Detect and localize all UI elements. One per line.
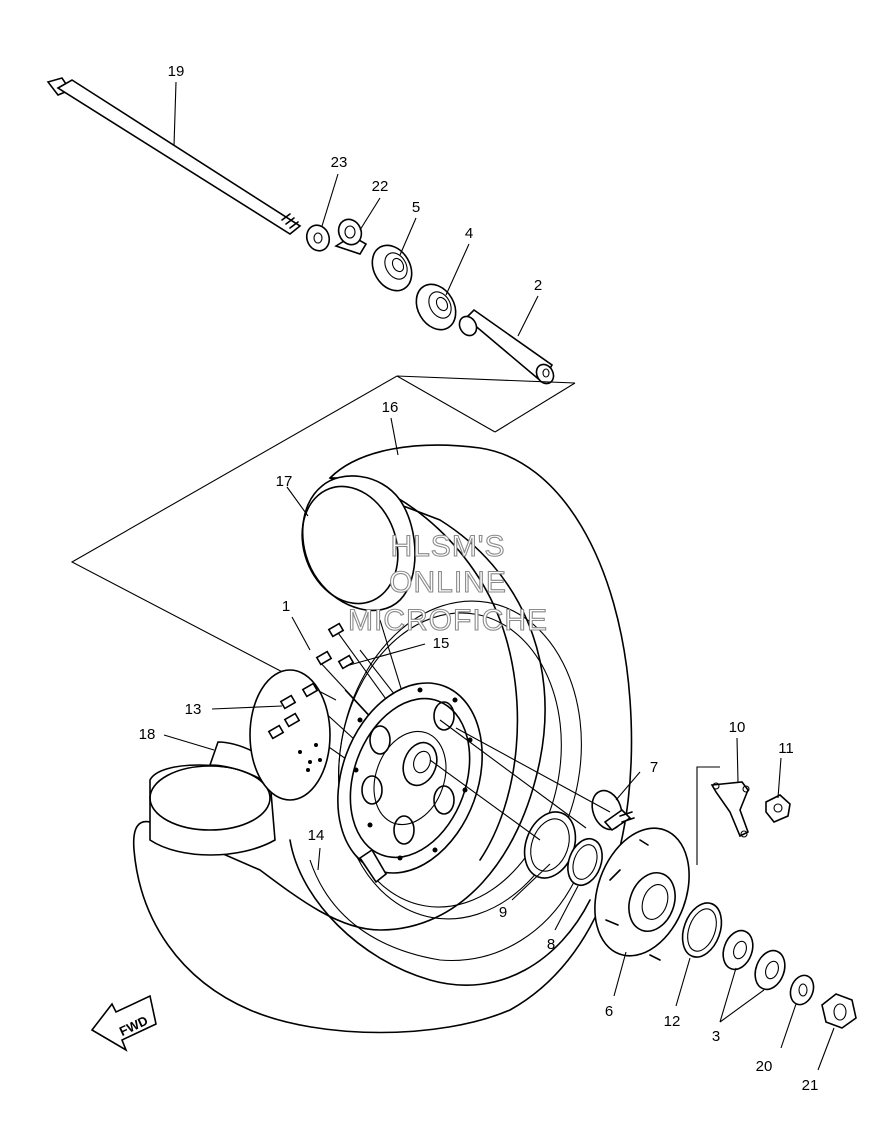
callout-23: 23 bbox=[331, 154, 348, 171]
callout-11: 11 bbox=[778, 740, 794, 757]
callout-12: 12 bbox=[664, 1013, 681, 1030]
spacer-2 bbox=[458, 308, 555, 385]
callout-17: 17 bbox=[276, 473, 293, 490]
callout-21: 21 bbox=[802, 1077, 819, 1094]
collar-22 bbox=[334, 218, 368, 255]
callout-labels: 19 23 22 5 4 2 16 17 1 15 13 18 14 7 10 … bbox=[139, 63, 819, 1094]
tire bbox=[132, 444, 633, 1034]
tire-valve bbox=[358, 848, 388, 884]
nut-11 bbox=[765, 794, 791, 823]
callout-10: 10 bbox=[729, 719, 746, 736]
leader-lines bbox=[163, 81, 835, 1071]
tire-cutaway-18 bbox=[149, 741, 279, 856]
washer-23 bbox=[305, 224, 331, 252]
watermark-line-3: MICROFICHE bbox=[348, 604, 548, 637]
bearings-3 bbox=[722, 929, 786, 991]
callout-14: 14 bbox=[308, 827, 325, 844]
forward-direction-arrow: FWD bbox=[90, 994, 157, 1052]
callout-19: 19 bbox=[168, 63, 185, 80]
callout-3: 3 bbox=[712, 1028, 720, 1045]
callout-13: 13 bbox=[185, 701, 202, 718]
bearing-5 bbox=[371, 244, 413, 292]
tire-assembly-bracket bbox=[70, 375, 576, 701]
callout-5: 5 bbox=[412, 199, 420, 216]
oil-seal-12 bbox=[681, 902, 723, 958]
watermark-line-2: ONLINE bbox=[389, 566, 507, 599]
oil-seal-8 bbox=[567, 837, 603, 887]
watermark-line-1: HLSM'S bbox=[390, 530, 505, 563]
axle-nut-21 bbox=[821, 993, 857, 1029]
callout-9: 9 bbox=[499, 904, 507, 921]
callout-8: 8 bbox=[547, 936, 555, 953]
callout-15: 15 bbox=[433, 635, 450, 652]
callout-22: 22 bbox=[372, 178, 389, 195]
meter-gear-housing-6 bbox=[594, 827, 690, 961]
callout-4: 4 bbox=[465, 225, 473, 242]
brake-disc-1 bbox=[249, 669, 331, 801]
front-axle bbox=[46, 77, 302, 235]
watermark: HLSM'S ONLINE MICROFICHE bbox=[347, 529, 548, 637]
callout-2: 2 bbox=[534, 277, 542, 294]
callout-20: 20 bbox=[756, 1058, 773, 1075]
washer-20 bbox=[789, 974, 815, 1006]
front-brake-rotor bbox=[337, 682, 483, 874]
callout-18: 18 bbox=[139, 726, 156, 743]
callout-1: 1 bbox=[282, 598, 290, 615]
rim-band-17 bbox=[301, 475, 416, 612]
callout-6: 6 bbox=[605, 1003, 613, 1020]
bearing-4 bbox=[415, 283, 457, 331]
callout-16: 16 bbox=[382, 399, 399, 416]
callout-7: 7 bbox=[650, 759, 658, 776]
gear-retainer-10 bbox=[710, 781, 750, 838]
